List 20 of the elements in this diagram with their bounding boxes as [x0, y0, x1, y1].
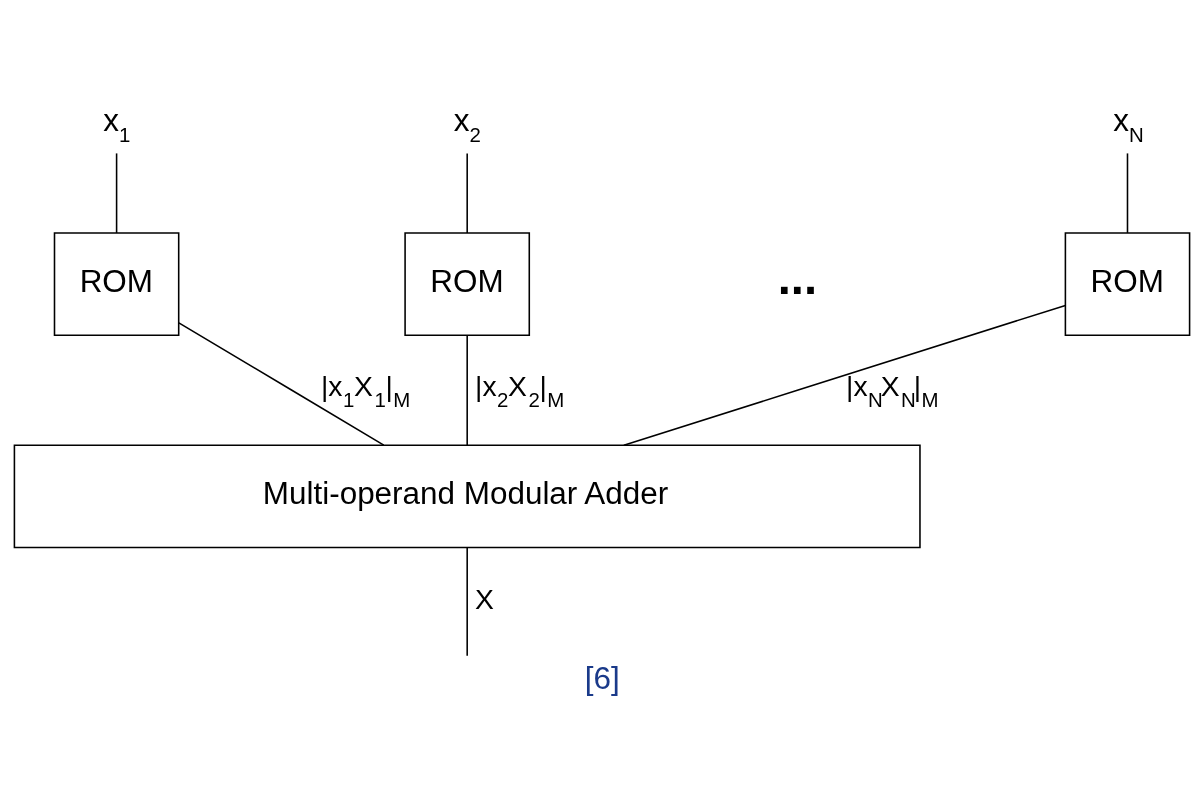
connector [466, 546, 468, 657]
connector [115, 152, 118, 234]
label: ... [777, 250, 817, 304]
node-box: ROM [53, 231, 180, 336]
node-box: ROM [1064, 231, 1191, 336]
connector [466, 334, 468, 446]
connector [178, 321, 385, 446]
node-box: Multi-operand Modular Adder [13, 444, 921, 548]
caption: [6] [584, 660, 620, 696]
connector [466, 152, 468, 234]
edge-label: |x$_{N}$X$_{N}$|$_{M}$ [846, 369, 939, 411]
edge-label: |x$_{2}$X$_{2}$|$_{M}$ [475, 369, 565, 411]
edge-label: |x$_{1}$X$_{1}$|$_{M}$ [320, 369, 411, 411]
node-text: x$_{2}$ [453, 102, 481, 146]
node-text: x$_{N}$ [1113, 102, 1144, 146]
connector [1126, 152, 1129, 234]
edge-label: X [475, 582, 494, 615]
node-text: x$_{1}$ [103, 102, 131, 146]
connector [623, 304, 1067, 446]
node-box: ROM [404, 231, 531, 336]
